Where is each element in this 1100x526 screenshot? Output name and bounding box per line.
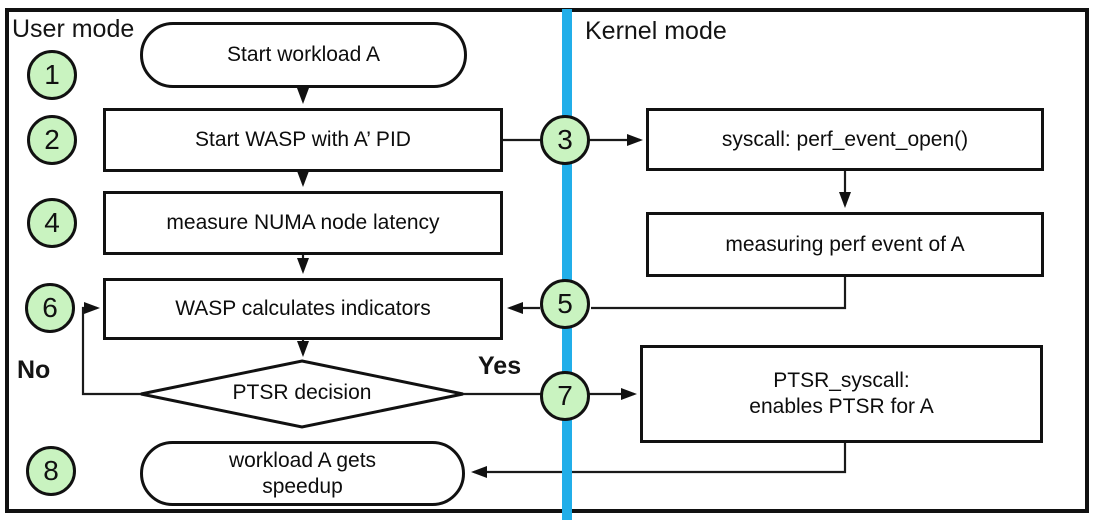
ptsr-syscall-line1: PTSR_syscall: xyxy=(773,369,910,393)
ptsr-syscall-line2: enables PTSR for A xyxy=(749,395,934,418)
step-badge-1: 1 xyxy=(27,50,77,100)
branch-label-yes: Yes xyxy=(478,352,522,380)
branch-label-no: No xyxy=(17,356,51,384)
node-ptsr-decision-label: PTSR decision xyxy=(232,381,372,404)
kernel-mode-label: Kernel mode xyxy=(585,17,727,45)
node-wasp-indicators: WASP calculates indicators xyxy=(103,278,503,340)
node-measure-numa: measure NUMA node latency xyxy=(103,191,503,255)
step-badge-3: 3 xyxy=(540,115,590,165)
step-badge-6: 6 xyxy=(25,283,75,333)
step-badge-8: 8 xyxy=(26,446,76,496)
node-start-wasp: Start WASP with A’ PID xyxy=(103,108,503,172)
step-badge-7: 7 xyxy=(540,371,590,421)
node-ptsr-syscall: PTSR_syscall: enables PTSR for A xyxy=(640,345,1043,443)
user-mode-label: User mode xyxy=(12,15,135,43)
mode-divider xyxy=(562,9,572,520)
node-syscall-perf-open: syscall: perf_event_open() xyxy=(646,108,1044,171)
speedup-line2: speedup xyxy=(262,474,343,498)
step-badge-2: 2 xyxy=(27,115,77,165)
node-workload-speedup: workload A gets speedup xyxy=(140,441,465,506)
step-badge-5: 5 xyxy=(540,279,590,329)
speedup-line1: workload A gets xyxy=(228,448,377,472)
node-measuring-perf-event: measuring perf event of A xyxy=(646,212,1044,277)
node-start-workload: Start workload A xyxy=(140,22,467,88)
step-badge-4: 4 xyxy=(27,198,77,248)
